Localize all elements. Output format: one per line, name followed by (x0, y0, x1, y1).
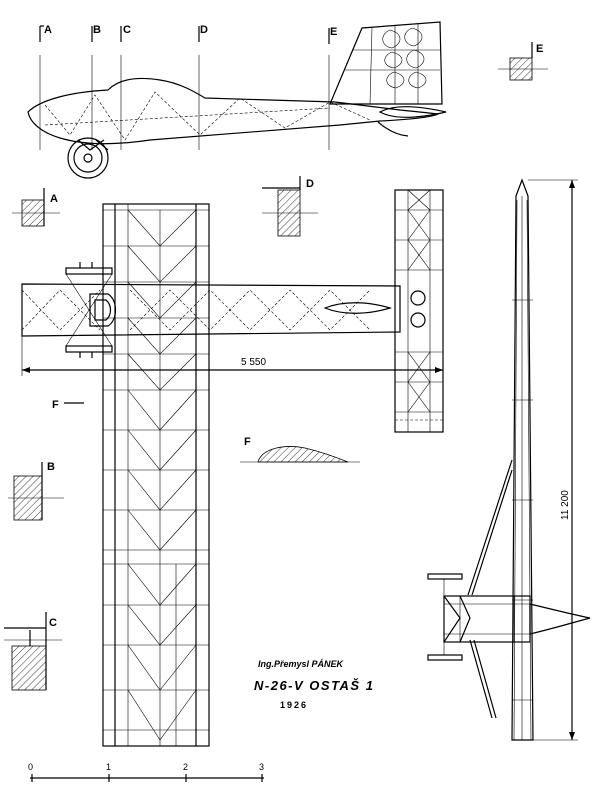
section-label-c-top: C (123, 24, 131, 36)
section-label-a-top: A (44, 24, 52, 36)
aircraft-designation: N-26-V OSTAŠ 1 (254, 678, 374, 693)
plan-view: 5 550 F (21, 189, 444, 747)
section-label-f-airfoil: F (244, 436, 251, 448)
section-label-b-top: B (93, 24, 101, 36)
scale-tick-0: 0 (28, 762, 33, 772)
tailplane-plan (394, 189, 444, 433)
section-label-d-top: D (200, 24, 208, 36)
span-dimension-label: 5 550 (241, 357, 266, 368)
section-b-detail: B (8, 461, 64, 521)
length-dimension-label: 11 200 (560, 490, 571, 520)
section-f-airfoil: F (240, 436, 360, 463)
section-label-d-detail: D (306, 178, 314, 190)
fuselage-front (443, 595, 531, 643)
section-a-detail: A (12, 188, 60, 227)
section-label-a-detail: A (50, 193, 58, 205)
section-label-b-detail: B (47, 461, 55, 473)
section-c-detail: C (4, 612, 62, 691)
drawing-year: 1926 (280, 700, 308, 710)
wing-front-outline (511, 178, 534, 741)
section-d-detail: D (262, 176, 318, 237)
section-label-f-plan: F (52, 399, 59, 411)
side-section-markers: A B C D E (39, 24, 337, 150)
landing-wheel (67, 137, 109, 179)
main-wing-plan (102, 203, 210, 747)
section-label-e-top: E (330, 26, 337, 38)
fuselage-side-outline (27, 77, 441, 145)
section-e-detail: E (498, 42, 548, 81)
scale-bar: 0 1 2 3 (28, 762, 264, 782)
designer-name: Ing.Přemysl PÁNEK (258, 659, 345, 669)
section-label-e-detail: E (536, 43, 543, 55)
scale-tick-1: 1 (106, 762, 111, 772)
scale-tick-2: 2 (183, 762, 188, 772)
section-label-c-detail: C (49, 617, 57, 629)
side-view: A B C D E (27, 21, 447, 179)
top-view: 11 200 (427, 178, 591, 741)
scale-tick-3: 3 (259, 762, 264, 772)
title-block: Ing.Přemysl PÁNEK N-26-V OSTAŠ 1 1926 (254, 659, 374, 710)
fuselage-plan (21, 283, 401, 337)
tail-fin (329, 21, 443, 105)
